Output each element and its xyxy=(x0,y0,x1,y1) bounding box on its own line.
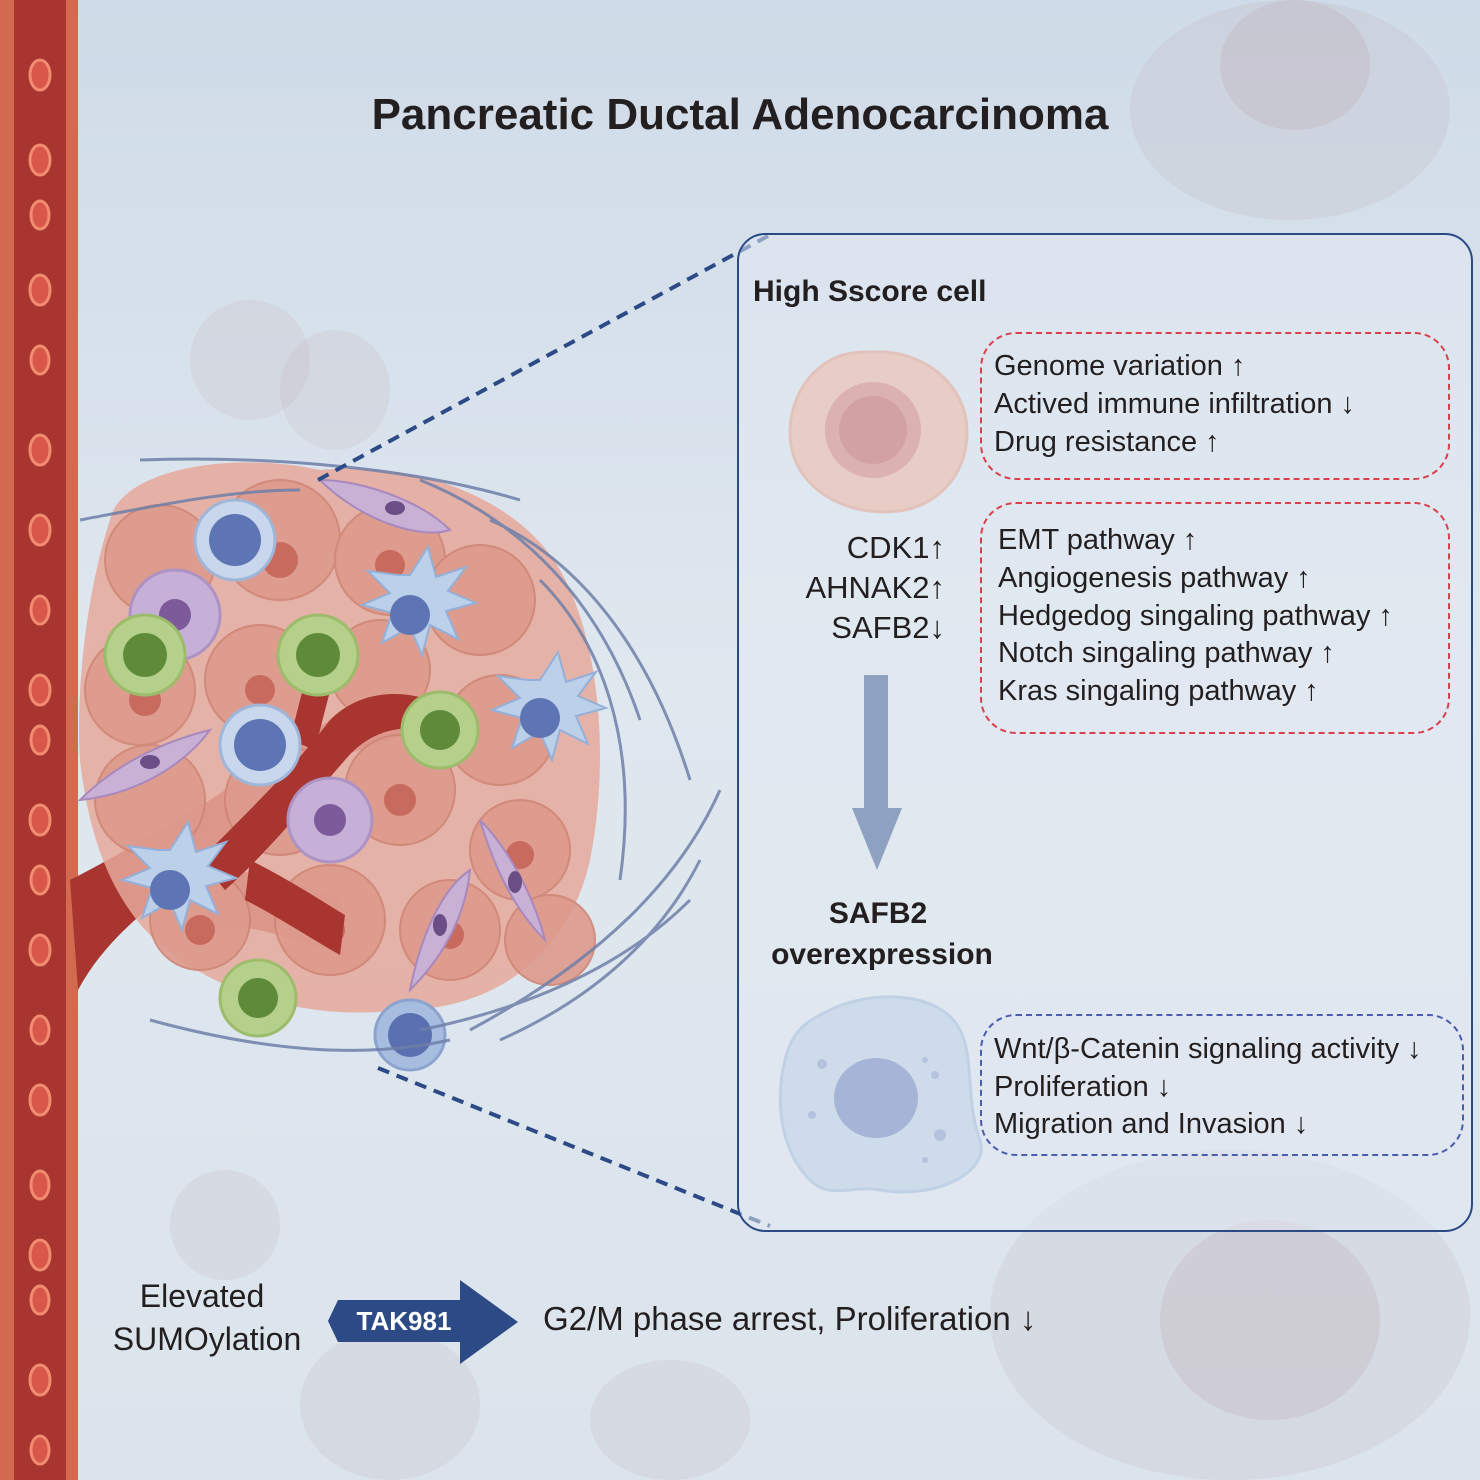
tumor-mass xyxy=(77,457,722,1072)
result-title-line2: overexpression xyxy=(771,938,993,971)
gene-label: AHNAK2↑ xyxy=(805,570,945,605)
background-nucleus xyxy=(1160,1220,1380,1420)
gene-label: SAFB2↓ xyxy=(831,610,945,645)
green-cell xyxy=(103,613,480,1038)
sumoylation-label-line1: Elevated xyxy=(139,1278,265,1314)
gene-label: CDK1↑ xyxy=(846,530,945,565)
drug-label: TAK981 xyxy=(356,1306,452,1336)
effect-item: Migration and Invasion ↓ xyxy=(994,1108,1309,1140)
pathway-item: Angiogenesis pathway ↑ xyxy=(998,562,1311,594)
t-cell xyxy=(193,498,447,1072)
outcome-label: G2/M phase arrest, Proliferation ↓ xyxy=(543,1300,1037,1337)
outcome-item: Genome variation ↑ xyxy=(994,350,1246,382)
background-cell xyxy=(170,1170,280,1280)
result-title-line1: SAFB2 xyxy=(828,897,928,930)
background-cell xyxy=(190,300,310,420)
pathway-box xyxy=(980,502,1450,734)
effect-item: Wnt/β-Catenin signaling activity ↓ xyxy=(994,1033,1422,1065)
effect-item: Proliferation ↓ xyxy=(994,1071,1172,1103)
pathway-item: Kras singaling pathway ↑ xyxy=(998,675,1319,707)
diagram-title: Pancreatic Ductal Adenocarcinoma xyxy=(371,90,1109,139)
outcome-box-1 xyxy=(980,332,1450,480)
pathway-item: EMT pathway ↑ xyxy=(998,524,1198,556)
outcome-item: Actived immune infiltration ↓ xyxy=(994,388,1356,420)
background-nucleus xyxy=(1220,0,1370,130)
background-cell xyxy=(1130,0,1450,220)
pathway-item: Hedgedog singaling pathway ↑ xyxy=(998,600,1393,632)
background-cell xyxy=(590,1360,750,1480)
panel-heading: High Sscore cell xyxy=(753,275,987,308)
safb2-effect-box xyxy=(980,1014,1464,1156)
pathway-item: Notch singaling pathway ↑ xyxy=(998,637,1335,669)
background-cell xyxy=(280,330,390,450)
tak981-arrow xyxy=(328,1280,518,1364)
zoom-lines xyxy=(317,234,771,1228)
background-cell xyxy=(300,1330,480,1480)
outcome-item: Drug resistance ↑ xyxy=(994,426,1220,458)
sumoylation-label-line2: SUMOylation xyxy=(112,1321,302,1357)
